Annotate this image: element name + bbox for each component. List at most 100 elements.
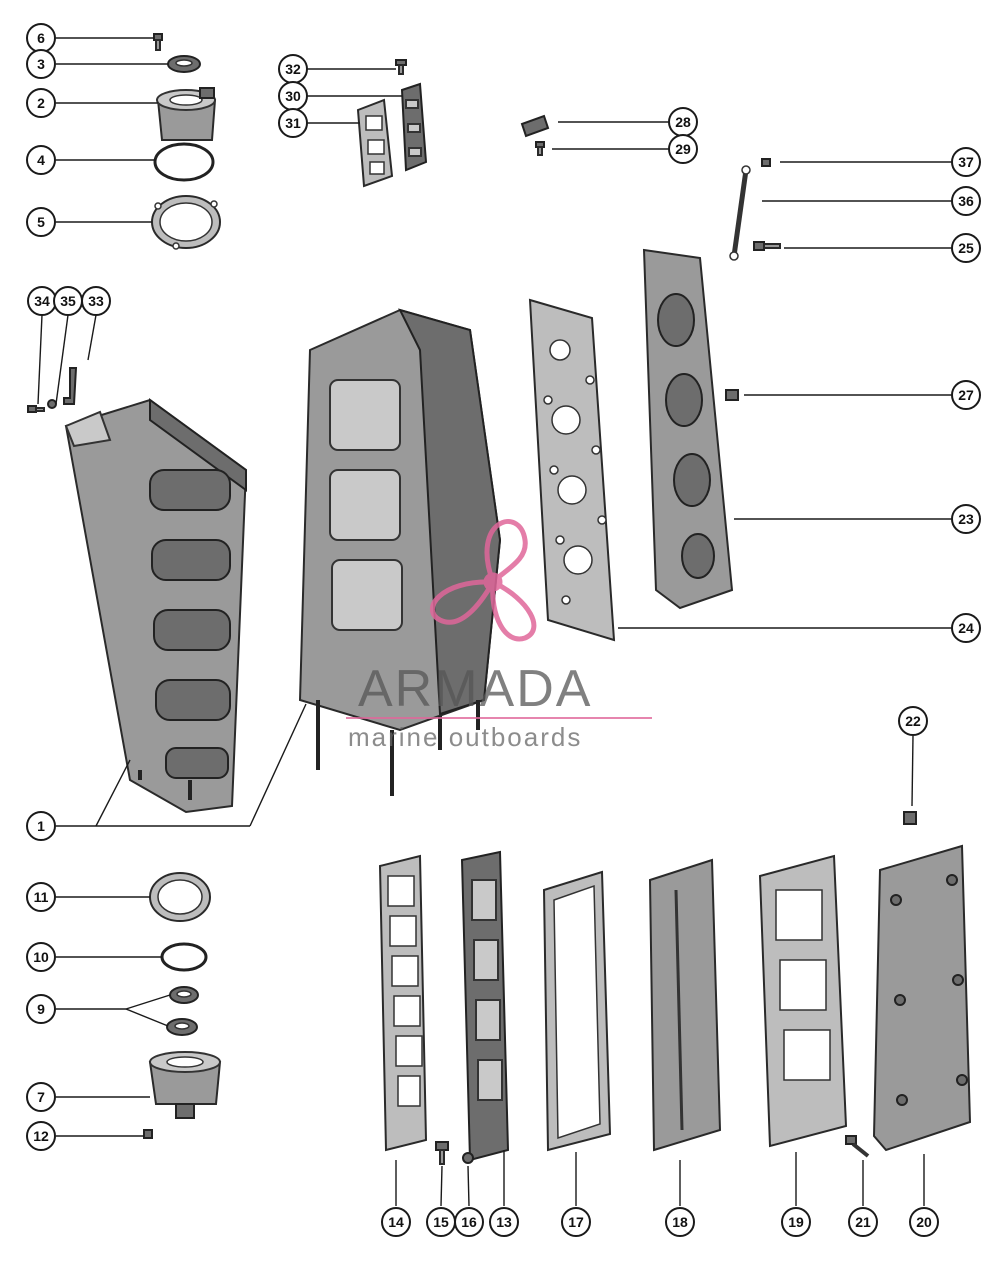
part-manifold-13: [460, 850, 510, 1162]
callout-30: 30: [278, 81, 308, 111]
part-plate-18: [648, 858, 722, 1152]
part-gasket-31: [356, 98, 394, 188]
svg-text:11: 11: [34, 889, 49, 905]
part-cover-30: [400, 82, 428, 172]
part-fitting-28: [520, 114, 550, 138]
callout-25: 25: [951, 233, 981, 263]
svg-text:4: 4: [37, 152, 45, 168]
watermark-brand: ARMADA: [358, 660, 592, 718]
watermark: ARMADA marine outboards: [346, 519, 652, 752]
callout-2: 2: [26, 88, 56, 118]
callout-10: 10: [26, 942, 56, 972]
svg-text:30: 30: [285, 88, 301, 104]
svg-text:7: 7: [37, 1089, 45, 1105]
propeller-icon: [429, 519, 537, 642]
part-cylinder-head-23: [642, 248, 734, 610]
leader-lines: [37, 37, 952, 1207]
svg-text:34: 34: [34, 293, 50, 309]
callout-33: 33: [81, 286, 111, 316]
part-link-rod-36: [731, 169, 749, 257]
callout-4: 4: [26, 145, 56, 175]
callout-24: 24: [951, 613, 981, 643]
svg-text:3: 3: [37, 56, 45, 72]
part-cylinder-block: [298, 308, 502, 796]
part-gasket-5: [151, 195, 221, 250]
callout-22: 22: [898, 706, 928, 736]
svg-text:1: 1: [37, 818, 45, 834]
part-gasket-19: [758, 854, 848, 1148]
callout-15: 15: [426, 1207, 456, 1237]
part-o-ring-10: [160, 942, 208, 972]
part-cover-20: [872, 844, 972, 1152]
svg-text:25: 25: [958, 240, 974, 256]
part-screw-12: [143, 1129, 153, 1139]
svg-text:29: 29: [675, 141, 691, 157]
part-bracket-33: [63, 367, 78, 405]
part-crankcase-cover: [64, 398, 248, 814]
callout-16: 16: [454, 1207, 484, 1237]
part-screw-37: [761, 158, 771, 167]
svg-text:31: 31: [285, 115, 301, 131]
part-screw-29: [535, 141, 545, 156]
parts-drawings: [27, 33, 972, 1165]
svg-text:36: 36: [958, 193, 974, 209]
callouts: 6 3 2 4 5 32 30 31 28 29 37 36 25 34 35 …: [26, 23, 981, 1237]
callout-6: 6: [26, 23, 56, 53]
callout-32: 32: [278, 54, 308, 84]
callout-35: 35: [53, 286, 83, 316]
svg-text:15: 15: [433, 1214, 449, 1230]
svg-text:9: 9: [37, 1001, 45, 1017]
svg-text:6: 6: [37, 30, 45, 46]
part-washer-35: [47, 399, 57, 409]
svg-text:16: 16: [461, 1214, 477, 1230]
callout-18: 18: [665, 1207, 695, 1237]
part-bolt-25: [753, 241, 781, 251]
part-plug-27: [725, 389, 739, 401]
part-gasket-14: [378, 854, 428, 1152]
svg-text:14: 14: [388, 1214, 404, 1230]
part-bolt-21: [845, 1135, 870, 1158]
part-bolt-15: [435, 1141, 449, 1165]
svg-text:28: 28: [675, 114, 691, 130]
callout-36: 36: [951, 186, 981, 216]
callout-9: 9: [26, 994, 56, 1024]
callout-14: 14: [381, 1207, 411, 1237]
svg-text:13: 13: [496, 1214, 512, 1230]
callout-29: 29: [668, 134, 698, 164]
part-screw-34: [27, 405, 45, 413]
watermark-tagline: marine outboards: [348, 722, 582, 752]
callout-5: 5: [26, 207, 56, 237]
callout-3: 3: [26, 49, 56, 79]
svg-text:35: 35: [60, 293, 76, 309]
part-housing-2: [156, 87, 217, 141]
callout-17: 17: [561, 1207, 591, 1237]
callout-13: 13: [489, 1207, 519, 1237]
svg-text:10: 10: [33, 949, 49, 965]
svg-text:20: 20: [916, 1214, 932, 1230]
part-housing-7: [148, 1051, 222, 1119]
svg-text:22: 22: [905, 713, 921, 729]
callout-31: 31: [278, 108, 308, 138]
svg-text:2: 2: [37, 95, 45, 111]
part-o-ring-4: [153, 142, 215, 182]
svg-text:12: 12: [33, 1128, 49, 1144]
svg-text:19: 19: [788, 1214, 804, 1230]
callout-37: 37: [951, 147, 981, 177]
svg-text:27: 27: [958, 387, 974, 403]
part-washer-16: [462, 1152, 474, 1164]
callout-20: 20: [909, 1207, 939, 1237]
callout-34: 34: [27, 286, 57, 316]
svg-text:23: 23: [958, 511, 974, 527]
svg-text:5: 5: [37, 214, 45, 230]
part-screw-6: [153, 33, 163, 51]
svg-text:37: 37: [958, 154, 974, 170]
callout-11: 11: [26, 882, 56, 912]
callout-23: 23: [951, 504, 981, 534]
svg-text:24: 24: [958, 620, 974, 636]
part-head-gasket-24: [528, 298, 616, 642]
callout-1: 1: [26, 811, 56, 841]
callout-27: 27: [951, 380, 981, 410]
part-screw-32: [395, 59, 407, 75]
callout-19: 19: [781, 1207, 811, 1237]
